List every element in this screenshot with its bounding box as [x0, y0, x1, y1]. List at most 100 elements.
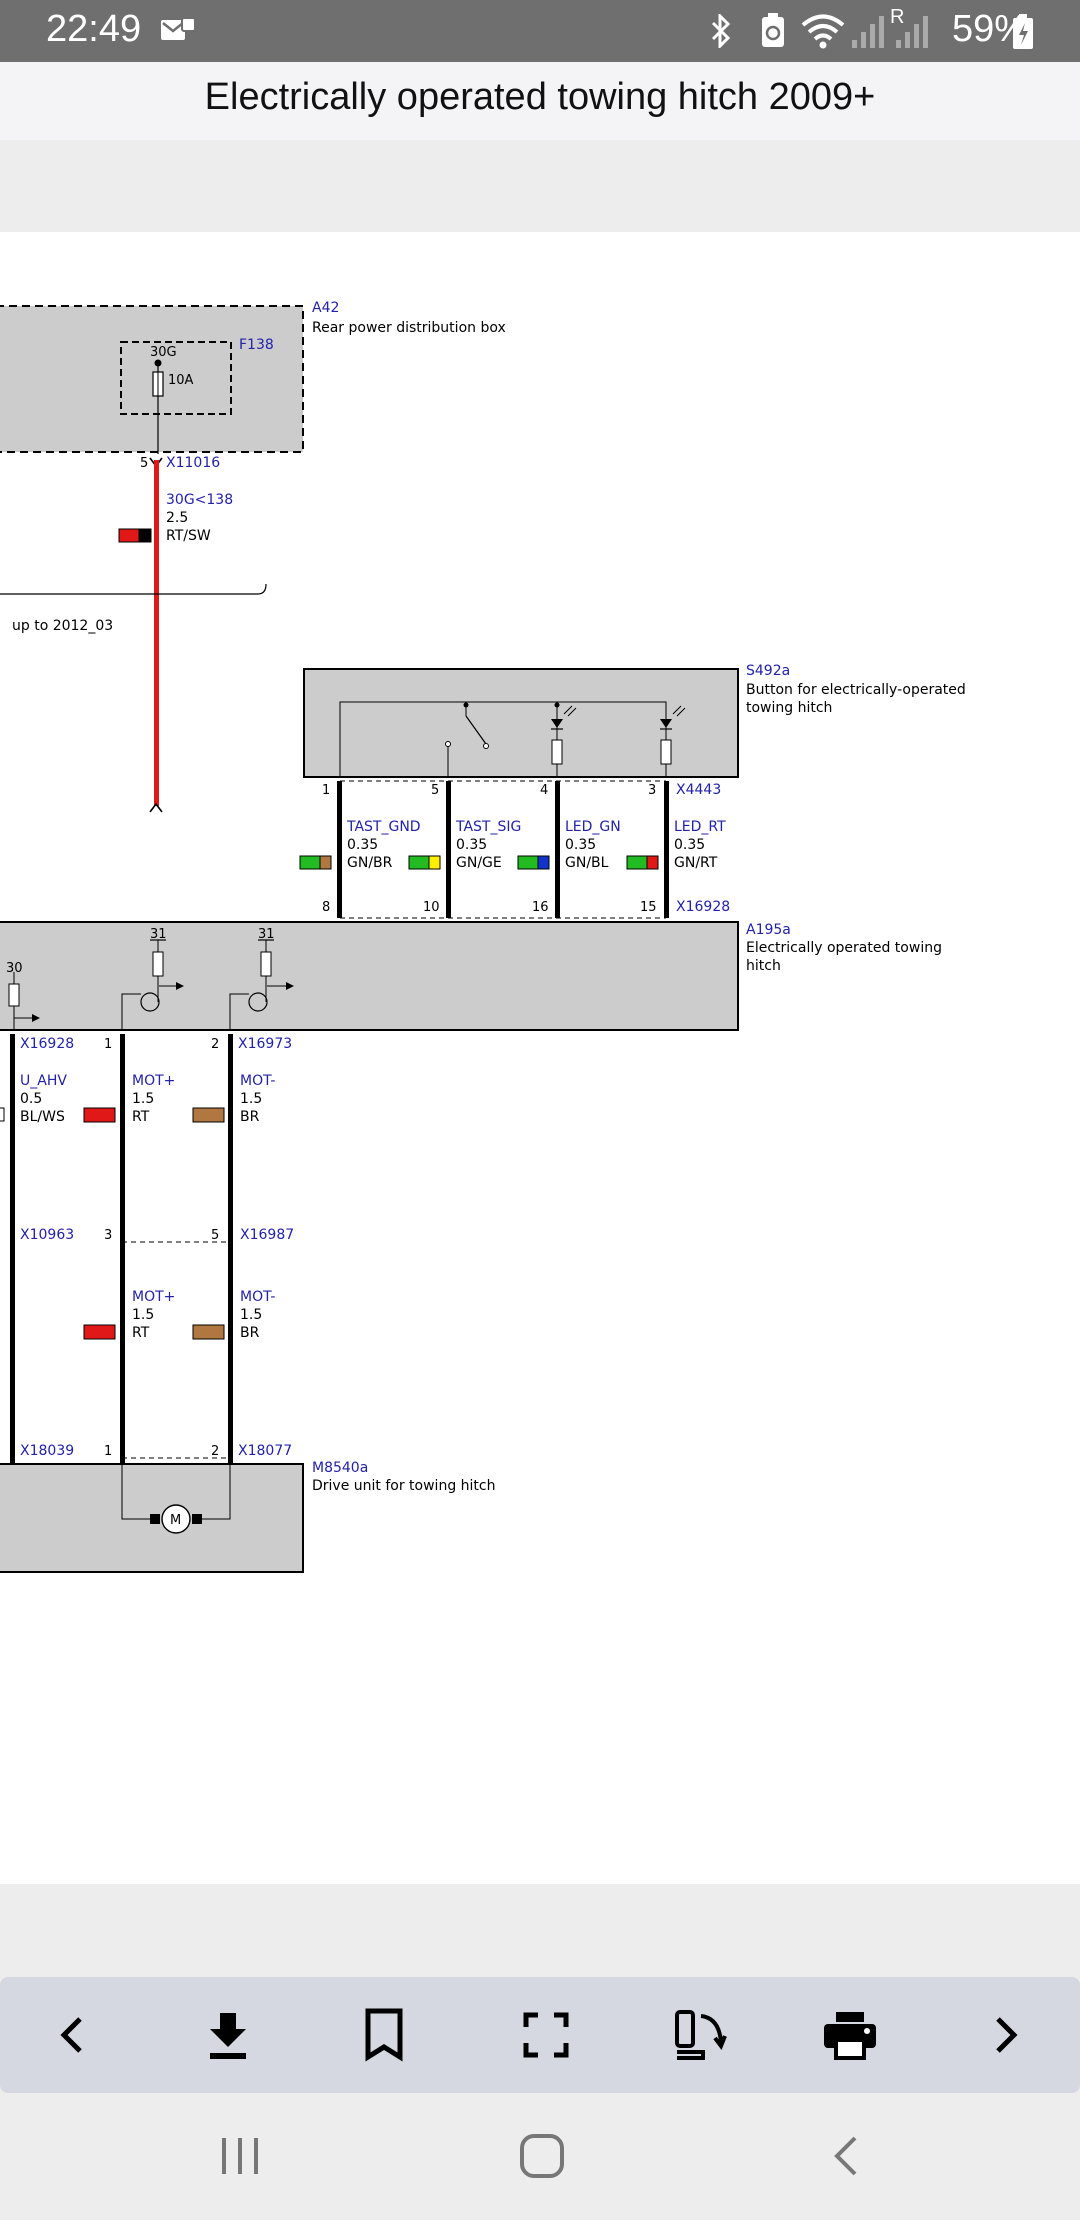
wire-led-rt-swatch-a	[626, 855, 648, 870]
chevron-left-icon	[60, 2017, 82, 2053]
x16987-pin-5: 5	[211, 1228, 219, 1243]
x16928-top-pin-8: 8	[322, 900, 330, 915]
wire-mot-minus-color: BR	[240, 1109, 260, 1125]
x11016-id[interactable]: X11016	[166, 455, 220, 471]
previous-page-button[interactable]	[36, 1999, 108, 2071]
a42-desc: Rear power distribution box	[312, 320, 506, 336]
recent-apps-icon	[222, 2138, 258, 2174]
f138-terminal: 30G	[150, 345, 177, 360]
page-title: Electrically operated towing hitch 2009+	[204, 76, 876, 118]
wire-mot-plus-lower-name[interactable]: MOT+	[132, 1289, 175, 1305]
x16928-top-pin-10: 10	[423, 900, 440, 915]
wire-30g-color: RT/SW	[166, 528, 211, 544]
rotate-screen-icon	[675, 2010, 727, 2060]
wire-led-rt-swatch-b	[646, 855, 659, 870]
wire-led-gn-name[interactable]: LED_GN	[565, 819, 621, 835]
chevron-right-icon	[996, 2017, 1018, 2053]
x16928-top-pin-15: 15	[640, 900, 657, 915]
print-button[interactable]	[814, 1999, 886, 2071]
x4443-connector-frame	[340, 780, 666, 919]
wire-u-ahv-color: BL/WS	[20, 1109, 65, 1125]
s492a-desc-line1: Button for electrically-operated	[746, 682, 966, 698]
x16987-id[interactable]: X16987	[240, 1227, 294, 1243]
x16928-top-pin-16: 16	[532, 900, 549, 915]
m8540a-motor-symbol: M	[170, 1513, 181, 1528]
wire-mot-minus-lower-size: 1.5	[240, 1307, 262, 1323]
x16928-bottom-id[interactable]: X16928	[20, 1036, 74, 1052]
m8540a-desc: Drive unit for towing hitch	[312, 1478, 495, 1494]
wire-mot-minus-lower-name[interactable]: MOT-	[240, 1289, 275, 1305]
fullscreen-icon	[523, 2012, 569, 2058]
x18077-pin-1: 1	[104, 1444, 112, 1459]
s492a-module	[303, 668, 739, 778]
wire-mot-plus-color: RT	[132, 1109, 150, 1125]
x18039-id[interactable]: X18039	[20, 1443, 74, 1459]
wire-tast-gnd-size: 0.35	[347, 837, 378, 853]
wire-tast-sig-size: 0.35	[456, 837, 487, 853]
rotate-screen-button[interactable]	[664, 1999, 736, 2071]
home-button[interactable]	[502, 2121, 582, 2191]
x4443-pin-4: 4	[540, 783, 548, 798]
back-button[interactable]	[806, 2121, 886, 2191]
next-page-button[interactable]	[970, 1999, 1042, 2071]
wire-30g-line	[154, 460, 159, 806]
status-time: 22:49	[46, 8, 142, 50]
wire-led-rt-name[interactable]: LED_RT	[674, 819, 726, 835]
x4443-pin-3: 3	[648, 783, 656, 798]
wire-tast-gnd-name[interactable]: TAST_GND	[346, 819, 421, 835]
a42-id[interactable]: A42	[312, 300, 339, 316]
wire-mot-plus-name[interactable]: MOT+	[132, 1073, 175, 1089]
s492a-id[interactable]: S492a	[746, 663, 790, 679]
download-button[interactable]	[192, 1999, 264, 2071]
wire-30g-name[interactable]: 30G<138	[166, 492, 233, 508]
a195a-terminal-30: 30	[6, 961, 23, 976]
x4443-id[interactable]: X4443	[676, 782, 721, 798]
x16928-top-id[interactable]: X16928	[676, 899, 730, 915]
content-gap	[0, 140, 1080, 232]
roaming-signal-icon: R	[890, 6, 932, 48]
battery-icon	[1012, 14, 1034, 50]
m8540a-module	[0, 1463, 304, 1573]
system-navigation-bar	[0, 2093, 1080, 2220]
wire-30g-swatch-red	[118, 528, 140, 543]
wire-led-gn-swatch-a	[517, 855, 539, 870]
wire-tast-sig-swatch-b	[428, 855, 441, 870]
wire-tast-gnd-color: GN/BR	[347, 855, 393, 871]
bookmark-icon	[365, 2008, 403, 2062]
a42-module	[0, 305, 304, 454]
a195a-id[interactable]: A195a	[746, 922, 791, 938]
wire-tast-gnd-swatch-b	[319, 855, 332, 870]
x18077-id[interactable]: X18077	[238, 1443, 292, 1459]
wire-mot-plus-lower-size: 1.5	[132, 1307, 154, 1323]
back-icon	[834, 2136, 857, 2176]
wire-tast-sig-swatch-a	[408, 855, 430, 870]
signal-icon	[850, 14, 888, 48]
lower-wires	[0, 1034, 233, 1470]
x11016-pin: 5	[140, 456, 148, 471]
x16973-pin-2: 2	[211, 1037, 219, 1052]
wire-30g-end-mark	[149, 802, 163, 813]
wire-u-ahv-name[interactable]: U_AHV	[20, 1073, 67, 1089]
wire-mot-plus-swatch	[83, 1107, 116, 1123]
wire-mot-minus-name[interactable]: MOT-	[240, 1073, 275, 1089]
x10963-id[interactable]: X10963	[20, 1227, 74, 1243]
wire-mot-plus-lower-swatch	[83, 1324, 116, 1340]
title-bar: Electrically operated towing hitch 2009+	[0, 62, 1080, 140]
f138-rating: 10A	[168, 373, 194, 388]
battery-saver-icon	[760, 12, 786, 48]
a195a-desc-line1: Electrically operated towing	[746, 940, 942, 956]
wire-tast-sig-name[interactable]: TAST_SIG	[455, 819, 521, 835]
bookmark-button[interactable]	[348, 1999, 420, 2071]
x4443-pin-1: 1	[322, 783, 330, 798]
s492a-desc-line2: towing hitch	[746, 700, 832, 716]
message-notification-icon	[160, 16, 196, 44]
fullscreen-button[interactable]	[510, 1999, 582, 2071]
variant-bracket	[0, 583, 267, 595]
wire-tast-sig-color: GN/GE	[456, 855, 502, 871]
x16973-id[interactable]: X16973	[238, 1036, 292, 1052]
wiring-diagram[interactable]: 30G 10A F138 A42 Rear power distribution…	[0, 232, 1080, 1884]
m8540a-id[interactable]: M8540a	[312, 1460, 368, 1476]
f138-id[interactable]: F138	[239, 337, 274, 353]
wire-led-gn-swatch-b	[537, 855, 550, 870]
recent-apps-button[interactable]	[200, 2121, 280, 2191]
